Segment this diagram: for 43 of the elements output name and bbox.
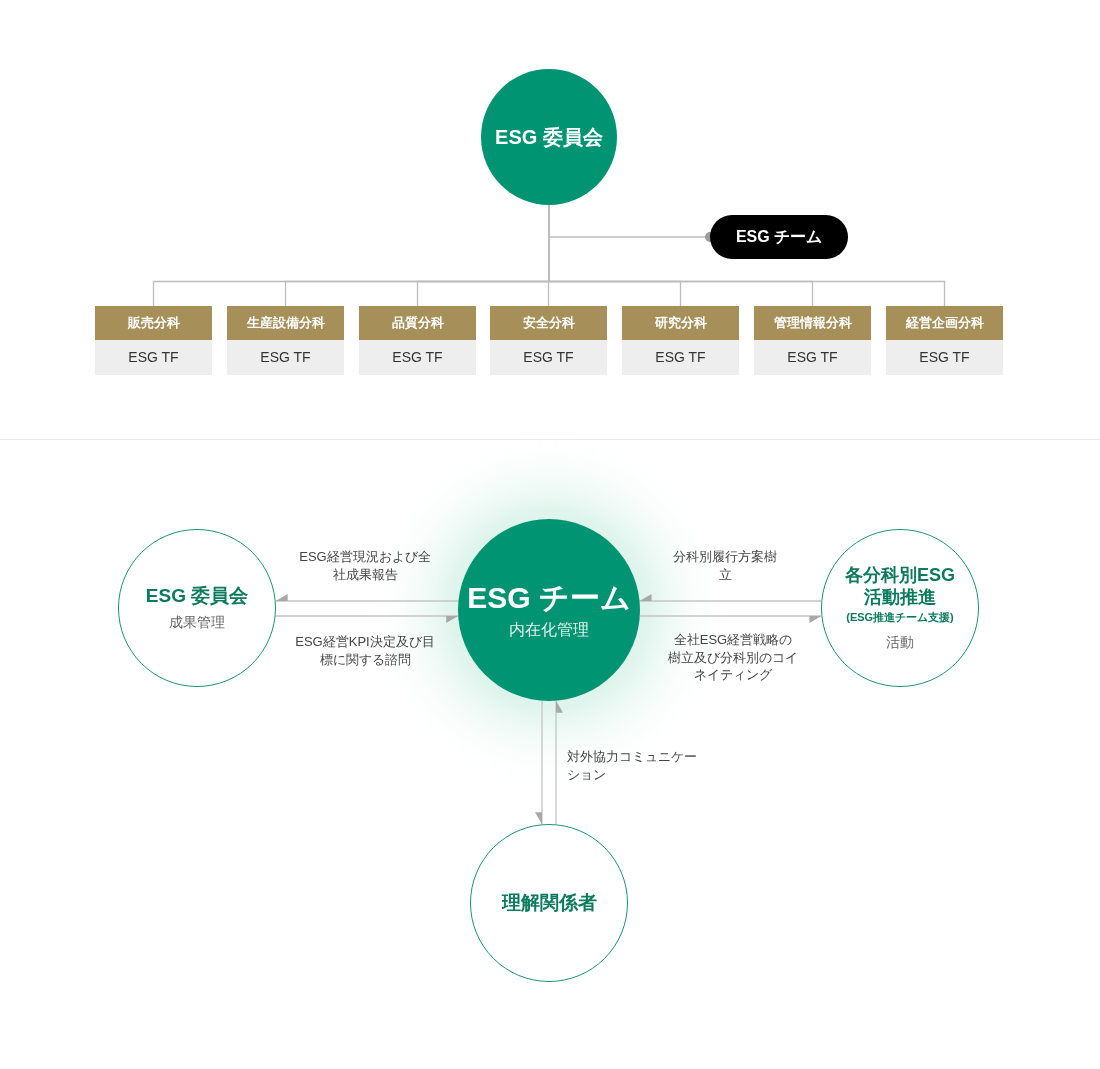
team-pill — [710, 215, 848, 259]
department-box — [359, 306, 476, 375]
department-header: 経営企画分科 — [886, 306, 1003, 340]
department-header: 生産設備分科 — [227, 306, 344, 340]
circle-subtitle: 成果管理 — [169, 614, 225, 631]
department-header: 研究分科 — [622, 306, 739, 340]
department-box — [622, 306, 739, 375]
circle-title: ESG 委員会 — [495, 125, 603, 149]
department-label: ESG TF — [259, 348, 312, 368]
department-box — [227, 306, 344, 375]
arrow — [638, 594, 822, 602]
circle-title: 理解関係者 — [501, 891, 597, 915]
circle-subtitle: 内在化管理 — [509, 620, 589, 640]
department-header: 品質分科 — [359, 306, 476, 340]
department-label: ESG TF — [918, 348, 971, 368]
department-label: ESG TF — [654, 348, 707, 368]
pill-title: ESG チーム — [735, 227, 823, 247]
department-label: ESG TF — [522, 348, 575, 368]
department-label: ESG TF — [786, 348, 839, 368]
department-box — [886, 306, 1003, 375]
arrow — [275, 594, 460, 602]
department-box — [754, 306, 871, 375]
arrow — [274, 615, 459, 623]
edge-label: 分科別履行方案樹立 — [673, 548, 777, 584]
circle-title: 各分科別ESG活動推進 — [844, 565, 956, 609]
department-header: 管理情報分科 — [754, 306, 871, 340]
department-label: ESG TF — [127, 348, 180, 368]
arrow — [555, 700, 563, 825]
circle-title: ESG チーム — [467, 580, 631, 617]
circle-note: (ESG推進チーム支援) — [846, 610, 954, 624]
arrow — [639, 615, 823, 623]
department-header: 安全分科 — [490, 306, 607, 340]
department-box — [490, 306, 607, 375]
department-box — [95, 306, 212, 375]
department-label: ESG TF — [391, 348, 444, 368]
circle-title: ESG 委員会 — [145, 585, 249, 608]
edge-label: 全社ESG経営戦略の樹立及び分科別のコイネイティング — [668, 631, 798, 684]
edge-label: 対外協力コミュニケーション — [567, 748, 697, 784]
circle-subtitle: 活動 — [886, 633, 914, 651]
arrow — [535, 700, 543, 825]
edge-label: ESG経営KPI決定及び目標に関する諮問 — [295, 633, 435, 669]
edge-label: ESG経営現況および全社成果報告 — [298, 548, 432, 584]
department-header: 販売分科 — [95, 306, 212, 340]
